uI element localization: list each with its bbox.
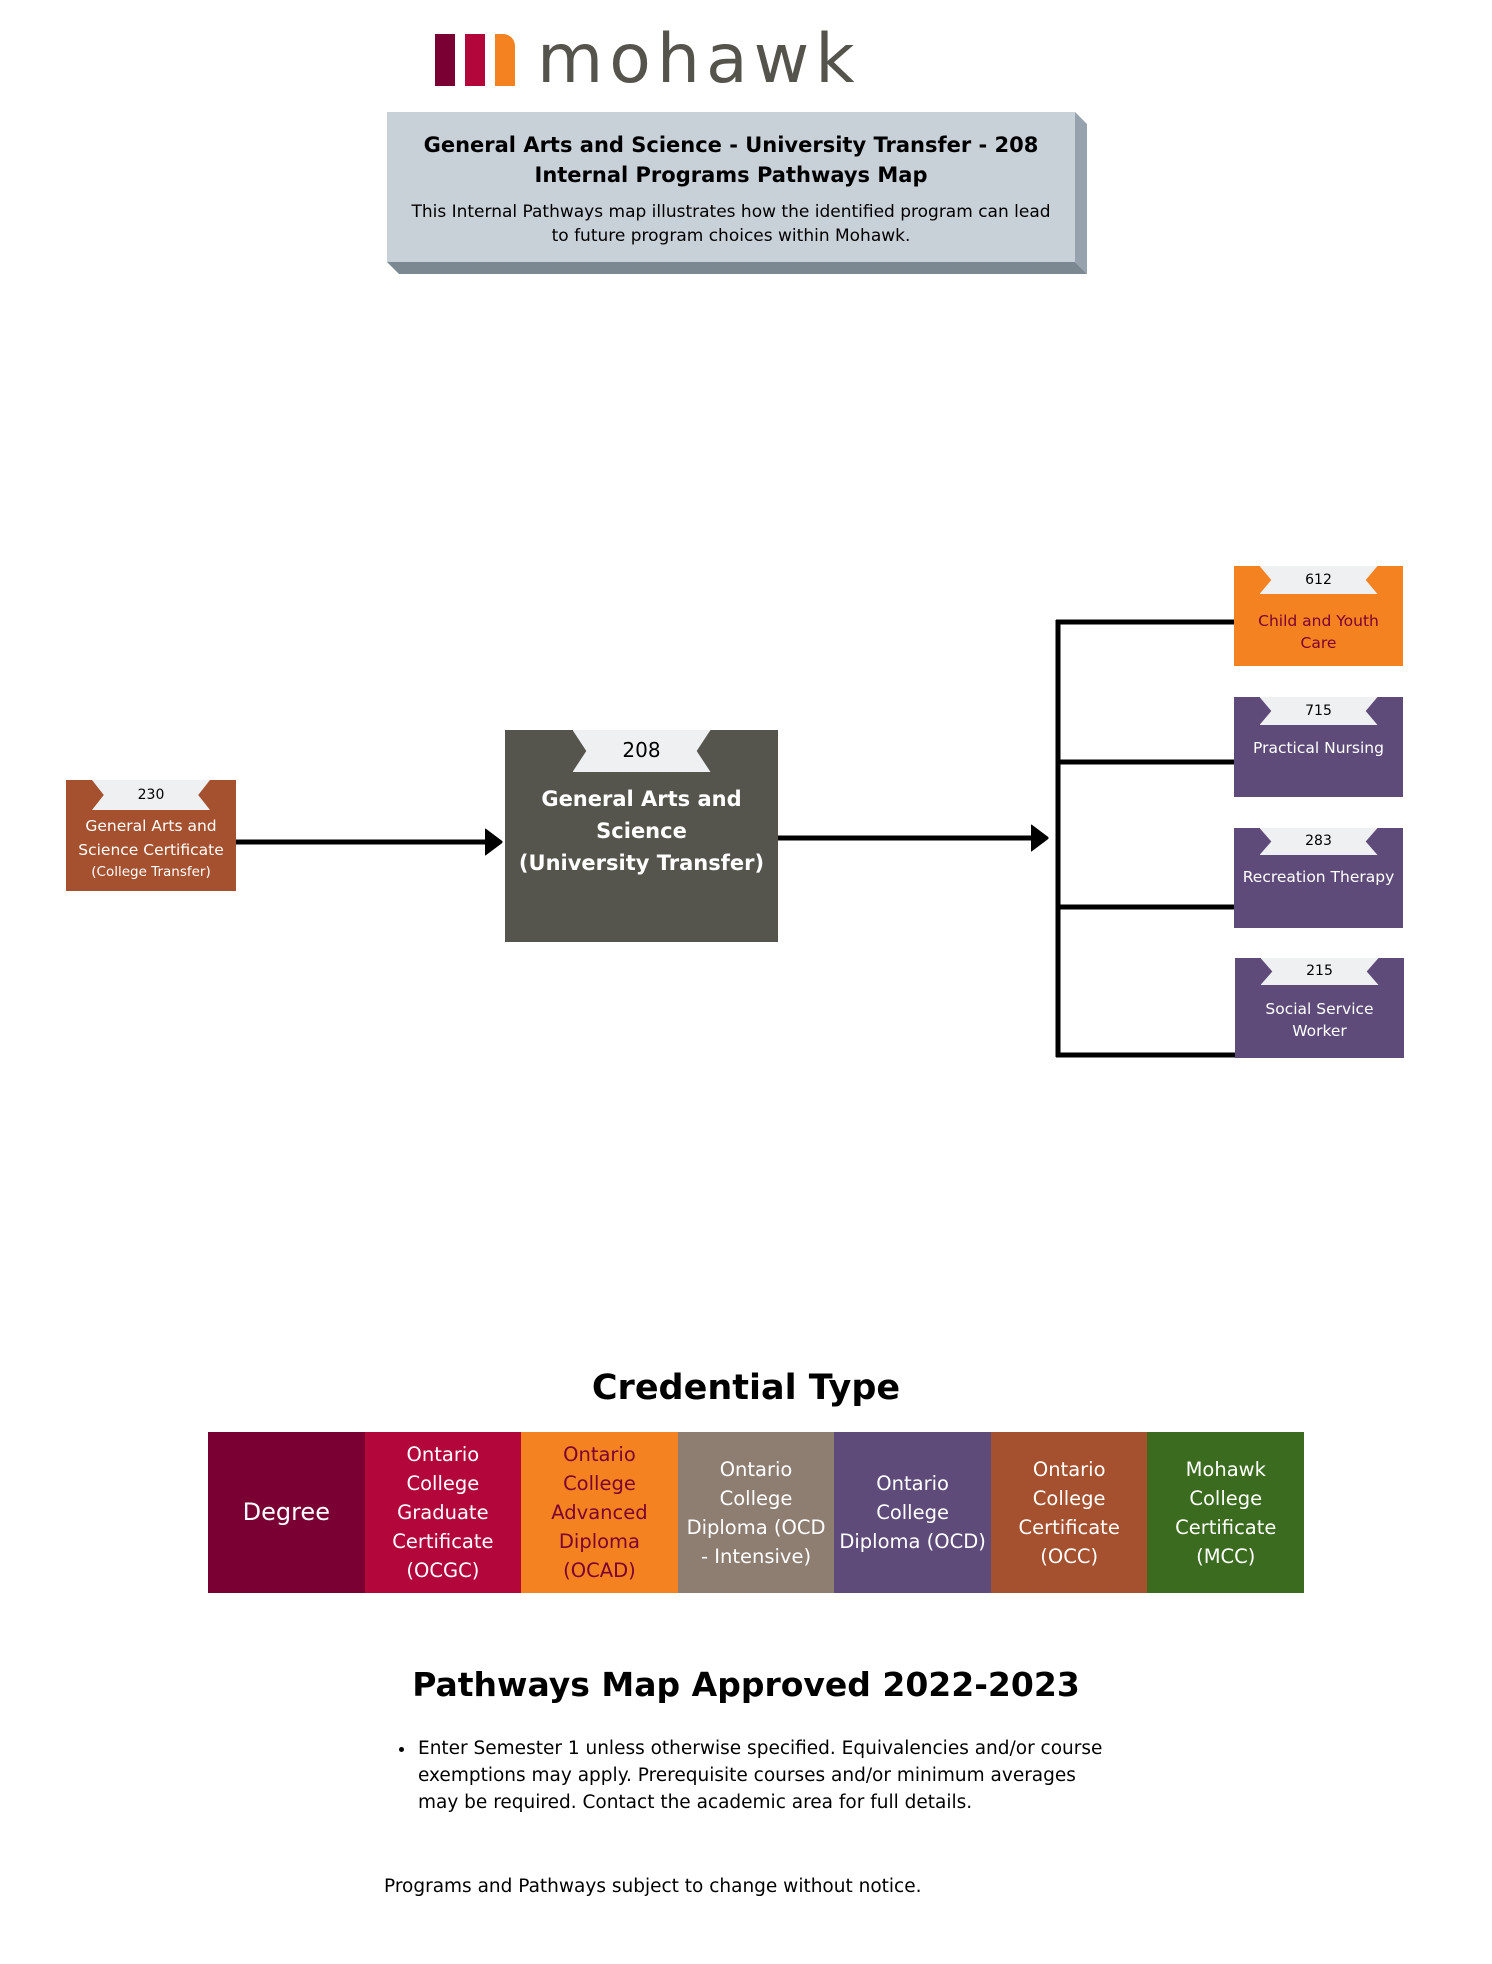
program-node-283[interactable]: 283 Recreation Therapy: [1234, 828, 1403, 928]
program-code-tag: 612: [1259, 566, 1378, 594]
credential-legend: Degree Ontario College Graduate Certific…: [208, 1432, 1305, 1593]
mohawk-logo: mohawk: [435, 24, 987, 96]
program-qualifier: (College Transfer): [91, 864, 211, 880]
program-name-line1: General Arts and: [85, 817, 217, 835]
legend-label: Degree: [242, 1498, 330, 1526]
program-node-230[interactable]: 230 General Arts and Science Certificate…: [66, 780, 236, 891]
program-code: 612: [1305, 572, 1332, 588]
program-name-line2: Worker: [1292, 1022, 1347, 1040]
approval-heading: Pathways Map Approved 2022-2023: [412, 1665, 1080, 1704]
program-name-line1: Child and Youth: [1258, 612, 1379, 630]
legend-label: Ontario College Graduate Certificate (OC…: [392, 1443, 494, 1582]
legend-label: Mohawk College Certificate (MCC): [1175, 1457, 1277, 1568]
program-code-tag: 208: [572, 730, 711, 772]
legend-item-ocd: Ontario College Diploma (OCD): [834, 1432, 991, 1593]
logo-bar-1: [435, 34, 455, 86]
program-code: 215: [1306, 963, 1333, 979]
legend-item-ocad: Ontario College Advanced Diploma (OCAD): [521, 1432, 678, 1593]
page-title-line2: Internal Programs Pathways Map: [534, 163, 928, 187]
program-code: 283: [1305, 833, 1332, 849]
legend-item-degree: Degree: [208, 1432, 365, 1593]
program-name-line2: Science: [596, 819, 687, 843]
legend-item-ocd-intensive: Ontario College Diploma (OCD - Intensive…: [677, 1432, 835, 1593]
logo-wordmark: mohawk: [537, 20, 861, 99]
note-item: Enter Semester 1 unless otherwise specif…: [416, 1735, 1116, 1816]
legend-label: Ontario College Diploma (OCD): [839, 1472, 986, 1553]
program-code-tag: 715: [1259, 697, 1378, 725]
program-node-612[interactable]: 612 Child and Youth Care: [1234, 566, 1403, 666]
footer-disclaimer: Programs and Pathways subject to change …: [384, 1876, 922, 1897]
program-node-215[interactable]: 215 Social Service Worker: [1235, 958, 1404, 1058]
legend-item-mcc: Mohawk College Certificate (MCC): [1147, 1432, 1305, 1593]
program-code-tag: 215: [1260, 958, 1379, 985]
header-panel-bevel: [387, 112, 1087, 274]
program-name-line3: (University Transfer): [518, 851, 765, 875]
logo-bar-3: [495, 34, 515, 86]
program-name-line1: General Arts and: [541, 787, 742, 811]
program-name-line2: Care: [1300, 634, 1337, 652]
program-node-715[interactable]: 715 Practical Nursing: [1234, 697, 1403, 797]
program-code: 715: [1305, 703, 1332, 719]
legend-item-occ: Ontario College Certificate (OCC): [990, 1432, 1148, 1593]
notes-list: Enter Semester 1 unless otherwise specif…: [393, 1735, 1116, 1816]
program-code: 208: [622, 738, 661, 762]
program-node-208[interactable]: 208 General Arts and Science (University…: [505, 730, 778, 942]
program-name-line1: Social Service: [1265, 1000, 1374, 1018]
legend-label: Ontario College Advanced Diploma (OCAD): [551, 1443, 648, 1582]
page-title-line1: General Arts and Science - University Tr…: [423, 133, 1039, 157]
program-name-line2: Science Certificate: [78, 841, 224, 859]
program-code: 230: [137, 787, 165, 803]
program-code-tag: 230: [92, 780, 210, 810]
legend-item-ocgc: Ontario College Graduate Certificate (OC…: [364, 1432, 522, 1593]
program-code-tag: 283: [1259, 828, 1378, 855]
program-name-line1: Recreation Therapy: [1242, 868, 1395, 886]
page-subtitle-line2: to future program choices within Mohawk.: [551, 226, 911, 246]
legend-label: Ontario College Certificate (OCC): [1018, 1457, 1120, 1568]
legend-title: Credential Type: [591, 1368, 901, 1408]
page-subtitle-line1: This Internal Pathways map illustrates h…: [411, 202, 1051, 222]
legend-label: Ontario College Diploma (OCD - Intensive…: [686, 1457, 826, 1568]
logo-bar-2: [465, 34, 485, 86]
header-panel: General Arts and Science - University Tr…: [387, 112, 1087, 274]
program-name-line1: Practical Nursing: [1253, 739, 1384, 757]
header-panel-face: [387, 112, 1075, 262]
